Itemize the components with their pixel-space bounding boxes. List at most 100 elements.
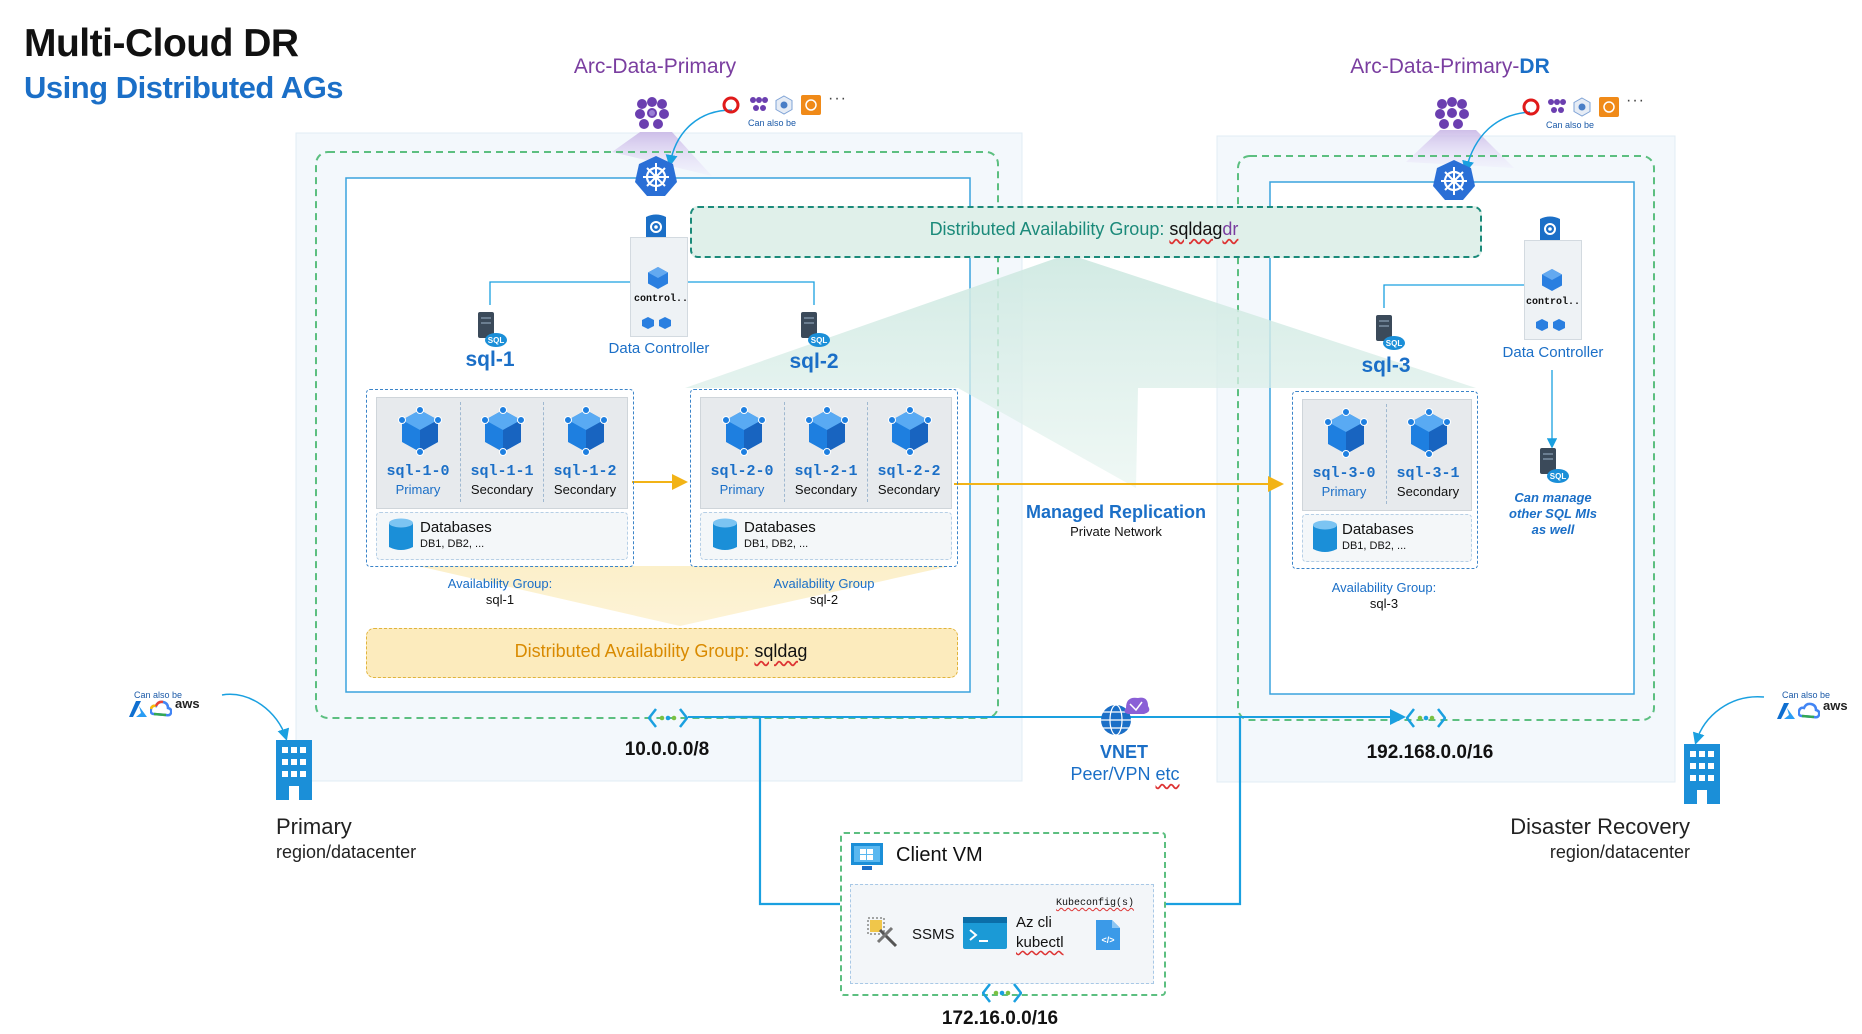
page-title: Multi-Cloud DR (24, 22, 299, 65)
sql-server-icon: SQL (1376, 315, 1405, 350)
rancher-icon (1573, 97, 1591, 117)
pod-cube-icon (722, 406, 766, 456)
aws-label: aws (1823, 698, 1848, 713)
data-controller-gear-icon (1540, 216, 1560, 244)
azure-arc-icon (635, 97, 669, 129)
data-controller-label: Data Controller (608, 340, 710, 357)
pod-sql-1-1: sql-1-1 Secondary (461, 400, 543, 504)
dag-dr-fan (685, 254, 1476, 488)
azure-arc-small-icon (1548, 99, 1566, 113)
pod-sql-1-2: sql-1-2 Secondary (544, 400, 626, 504)
manage-note: Can manage other SQL MIs as well (1509, 490, 1597, 537)
ssms-label: SSMS (912, 926, 955, 943)
more-dots: ··· (1626, 92, 1645, 109)
ssms-icon (867, 917, 898, 948)
azure-arc-icon (1435, 97, 1469, 129)
file-code-icon: </> (1096, 920, 1120, 950)
can-also-be-label: Can also be (748, 118, 797, 128)
ag-label: Availability Group: (1331, 580, 1437, 595)
openshift-icon (1522, 98, 1540, 116)
kubectl-label: kubectl (1016, 934, 1064, 951)
primary-region-subtitle: region/datacenter (276, 842, 417, 862)
gcp-icon (1798, 702, 1820, 719)
primary-cluster-name: Arc-Data-Primary (573, 55, 737, 78)
building-icon (276, 740, 312, 800)
ag-name: sql-3 (1369, 596, 1399, 611)
db-list: DB1, DB2, ... (744, 538, 809, 550)
svg-text:SQL: SQL (1550, 472, 1567, 481)
data-controller-pod-label: control.. (633, 294, 688, 305)
pod-sql-1-0: sql-1-0 Primary (378, 400, 458, 504)
building-icon (1684, 744, 1720, 804)
ag-label: Availability Group: (447, 576, 553, 591)
pod-cube-icon (805, 406, 849, 456)
pod-cube-icon (1324, 408, 1368, 458)
pod-sql-3-0: sql-3-0 Primary (1304, 402, 1384, 506)
pod-cube-icon (564, 406, 608, 456)
pod-cube-icon (648, 267, 668, 289)
pod-name: sql-3-1 (1396, 465, 1460, 482)
data-controller-label: Data Controller (1502, 344, 1604, 361)
database-icon (1313, 520, 1337, 552)
pod-cube-icon (1407, 408, 1451, 458)
vnet-subtitle: Peer/VPN etc (1070, 764, 1180, 784)
gcp-icon (150, 700, 172, 717)
database-icon (389, 518, 413, 550)
ag-label: Availability Group (773, 576, 875, 591)
vnet-title: VNET (1099, 742, 1148, 762)
can-also-be-label: Can also be (1782, 690, 1831, 700)
pod-cube-small-icon (642, 317, 671, 329)
dr-region-subtitle: region/datacenter (1549, 842, 1690, 862)
kubernetes-icon (1433, 160, 1475, 200)
data-controller-gear-icon (646, 214, 666, 242)
replication-subtitle: Private Network (1070, 524, 1162, 539)
pod-role: Secondary (794, 482, 858, 497)
svg-text:SQL: SQL (1386, 339, 1403, 348)
kubeconfig-label: Kubeconfig(s) (1056, 898, 1135, 909)
pod-cube-icon (1542, 269, 1562, 291)
pod-name: sql-1-2 (553, 463, 617, 480)
client-left-link (758, 717, 840, 906)
pod-cube-small-icon (1536, 319, 1565, 331)
dag-dr-name: sqldagdr (1169, 219, 1239, 239)
pod-role: Secondary (1396, 484, 1460, 499)
windows-icon (851, 843, 883, 870)
primary-cidr: 10.0.0.0/8 (624, 739, 710, 760)
pod-sql-3-1: sql-3-1 Secondary (1387, 402, 1469, 506)
ag-name: sql-2 (809, 592, 839, 607)
db-title: Databases (420, 519, 492, 536)
sql-server-icon: SQL (801, 312, 830, 347)
client-vm-title: Client VM (896, 844, 983, 866)
dr-region-title: Disaster Recovery (1510, 814, 1690, 839)
dr-cluster-name: Arc-Data-Primary-DR (1350, 55, 1550, 78)
azure-icon (1777, 703, 1795, 719)
db-list: DB1, DB2, ... (1342, 540, 1407, 552)
azure-icon (129, 701, 147, 717)
svg-text:SQL: SQL (811, 336, 828, 345)
pod-sql-2-0: sql-2-0 Primary (702, 400, 782, 504)
svg-text:</>: </> (1101, 935, 1114, 945)
pod-role: Primary (395, 482, 441, 497)
pod-role: Primary (1321, 484, 1367, 499)
db-title: Databases (1342, 521, 1414, 538)
azcli-label: Az cli (1016, 914, 1052, 931)
pod-name: sql-2-2 (877, 463, 941, 480)
pod-name: sql-1-0 (386, 463, 450, 480)
pod-name: sql-3-0 (1312, 465, 1376, 482)
pod-role: Secondary (877, 482, 941, 497)
primary-arc-fan (612, 132, 712, 176)
svg-text:SQL: SQL (488, 336, 505, 345)
sql-1-databases (376, 512, 628, 560)
data-controller-pod-label: control.. (1525, 297, 1580, 308)
aws-eks-icon (801, 95, 821, 115)
primary-region-title: Primary (276, 814, 352, 839)
page-subtitle: Using Distributed AGs (24, 70, 344, 105)
primary-cluster-border (315, 151, 999, 719)
aws-eks-icon (1599, 97, 1619, 117)
dr-cluster-border (1237, 155, 1655, 721)
more-dots: ··· (828, 90, 847, 107)
kubernetes-icon (635, 156, 677, 196)
client-right-link (1160, 717, 1242, 906)
pod-role: Secondary (470, 482, 534, 497)
ag-name: sql-1 (485, 592, 515, 607)
